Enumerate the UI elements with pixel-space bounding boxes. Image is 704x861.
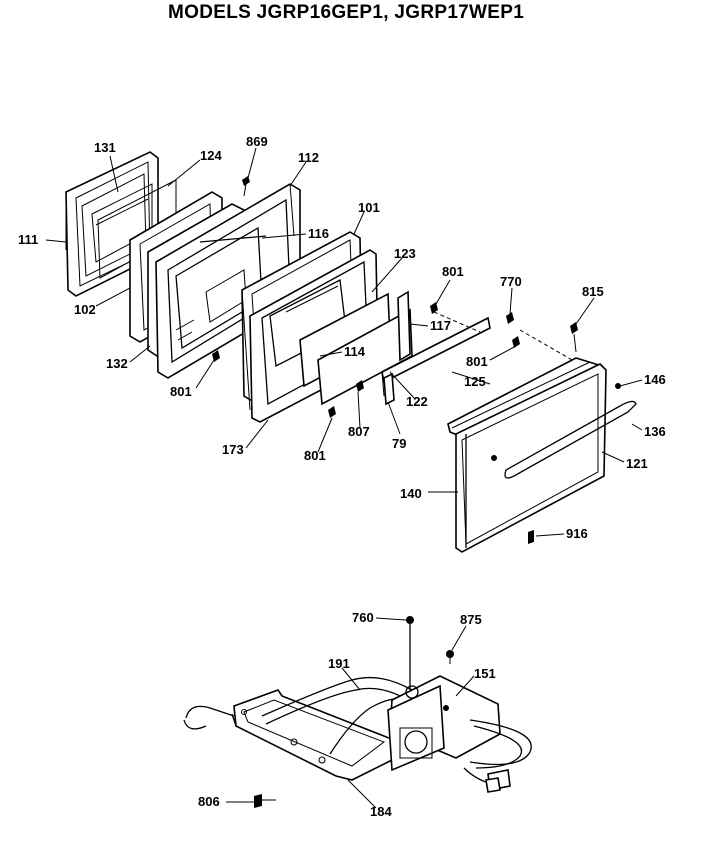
screw-770 xyxy=(506,312,514,324)
callout-132: 132 xyxy=(106,356,128,371)
callout-101: 101 xyxy=(358,200,380,215)
callout-102: 102 xyxy=(74,302,96,317)
part-140-outer-door xyxy=(455,363,607,553)
callout-123: 123 xyxy=(394,246,416,261)
callout-111: 111 xyxy=(18,232,38,247)
callout-807: 807 xyxy=(348,424,370,439)
part-151-motor-bracket xyxy=(387,675,501,772)
callout-114: 114 xyxy=(344,344,366,359)
wiring-harness xyxy=(463,719,532,793)
callout-121: 121 xyxy=(626,456,648,471)
screw-875 xyxy=(446,650,454,664)
screw-806 xyxy=(254,794,276,808)
screw-815 xyxy=(570,322,578,353)
screw-760 xyxy=(406,616,414,690)
part-114-glass xyxy=(299,292,413,406)
screw-801-upper xyxy=(430,302,438,314)
callout-184: 184 xyxy=(370,804,392,819)
callout-122: 122 xyxy=(406,394,428,409)
callout-173: 173 xyxy=(222,442,244,457)
screw-807 xyxy=(356,380,364,392)
callout-124: 124 xyxy=(200,148,222,163)
part-184-hinge-arm xyxy=(183,689,395,781)
callout-801-b: 801 xyxy=(170,384,192,399)
screw-801-lower xyxy=(328,406,336,418)
callout-79: 79 xyxy=(392,436,406,451)
part-136-handle xyxy=(504,400,637,479)
callout-801-d: 801 xyxy=(304,448,326,463)
leader-lines xyxy=(45,147,643,809)
callout-815: 815 xyxy=(582,284,604,299)
callout-806: 806 xyxy=(198,794,220,809)
callout-869: 869 xyxy=(246,134,268,149)
callout-760: 760 xyxy=(352,610,374,625)
callout-117: 117 xyxy=(430,318,451,333)
screw-801-mid xyxy=(512,336,520,348)
callout-125: 125 xyxy=(464,374,486,389)
callout-875: 875 xyxy=(460,612,482,627)
callout-146: 146 xyxy=(644,372,666,387)
callout-151: 151 xyxy=(474,666,496,681)
callout-136: 136 xyxy=(644,424,666,439)
callout-191: 191 xyxy=(328,656,350,671)
callout-140: 140 xyxy=(400,486,422,501)
callout-916: 916 xyxy=(566,526,588,541)
page-title: MODELS JGRP16GEP1, JGRP17WEP1 xyxy=(168,2,525,23)
callout-770: 770 xyxy=(500,274,522,289)
screw-869 xyxy=(242,176,250,197)
screw-146 xyxy=(615,383,621,389)
part-116-rod xyxy=(199,235,267,243)
callout-116: 116 xyxy=(308,226,329,241)
part-117-bracket xyxy=(397,290,411,362)
callout-801-a: 801 xyxy=(442,264,464,279)
screw-door-face xyxy=(491,455,497,461)
callout-801-c: 801 xyxy=(466,354,488,369)
screw-916 xyxy=(528,530,534,544)
callout-112: 112 xyxy=(298,150,319,165)
screw-801-left xyxy=(212,350,220,362)
part-79-clip xyxy=(383,372,395,406)
alignment-lines xyxy=(433,311,573,361)
callout-131: 131 xyxy=(94,140,116,155)
